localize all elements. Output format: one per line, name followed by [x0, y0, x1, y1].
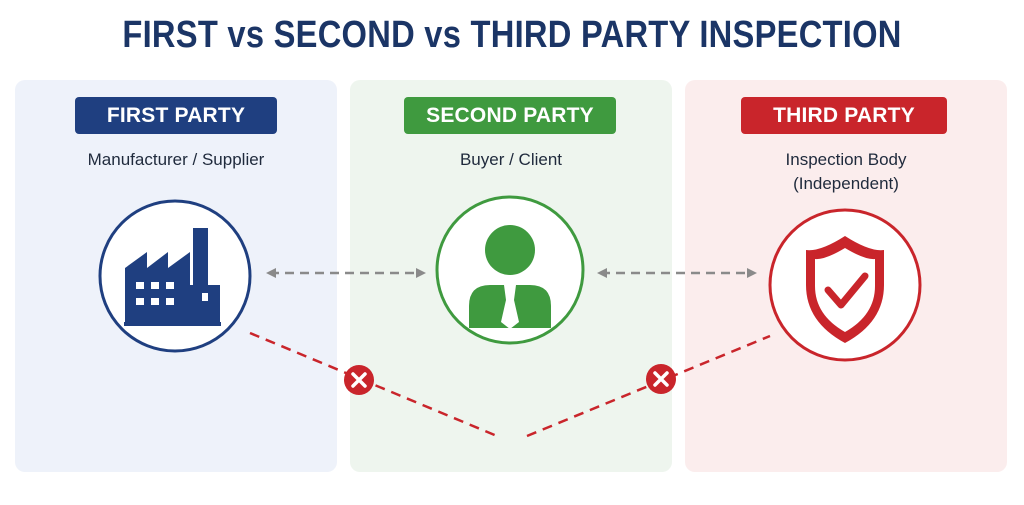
first-party-role: Manufacturer / Supplier: [87, 150, 265, 169]
cross-mark-icon: [344, 365, 374, 395]
second-party-badge: SECOND PARTY: [404, 97, 616, 134]
page-title: FIRST vs SECOND vs THIRD PARTY INSPECTIO…: [122, 14, 902, 56]
first-third-link-left: [249, 331, 498, 438]
third-party-role-line2: (Independent): [793, 174, 899, 193]
first-party-badge: FIRST PARTY: [75, 97, 277, 134]
factory-icon: [98, 199, 252, 353]
first-third-link-right: [526, 334, 771, 438]
cross-mark-icon: [646, 364, 676, 394]
person-icon: [435, 195, 585, 345]
second-party-role: Buyer / Client: [459, 150, 563, 169]
third-party-role-line1: Inspection Body: [785, 150, 907, 169]
third-party-badge: THIRD PARTY: [741, 97, 947, 134]
third-party-role: Inspection Body (Independent): [685, 148, 1007, 196]
shield-check-icon: [768, 208, 922, 362]
